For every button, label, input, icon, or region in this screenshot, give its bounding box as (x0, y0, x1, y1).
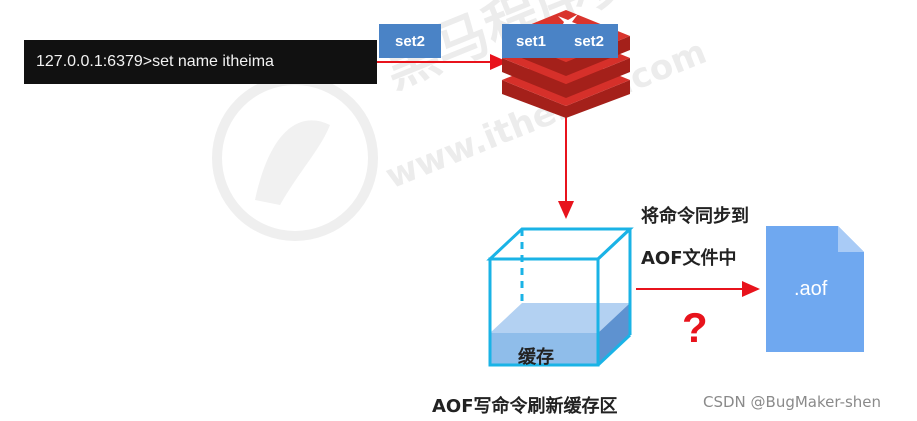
aof-file-label: .aof (794, 278, 828, 300)
credit-text: CSDN @BugMaker-shen (703, 393, 882, 411)
sync-note-line1: 将命令同步到 (641, 206, 749, 227)
incoming-command-tag: set2 (379, 24, 441, 58)
terminal-command: 127.0.0.1:6379>set name itheima (24, 40, 377, 84)
redis-command-list: set1 set2 (502, 24, 618, 58)
sync-note-line2: AOF文件中 (641, 248, 737, 269)
redis-item-set1: set1 (515, 32, 547, 50)
question-mark: ? (682, 304, 708, 351)
buffer-label: 缓存 (518, 347, 554, 368)
diagram-caption: AOF写命令刷新缓存区 (432, 396, 618, 417)
aof-file-icon (766, 226, 864, 352)
redis-item-set2: set2 (573, 32, 605, 50)
buffer-cube (486, 227, 634, 367)
redis-icon (502, 10, 630, 118)
